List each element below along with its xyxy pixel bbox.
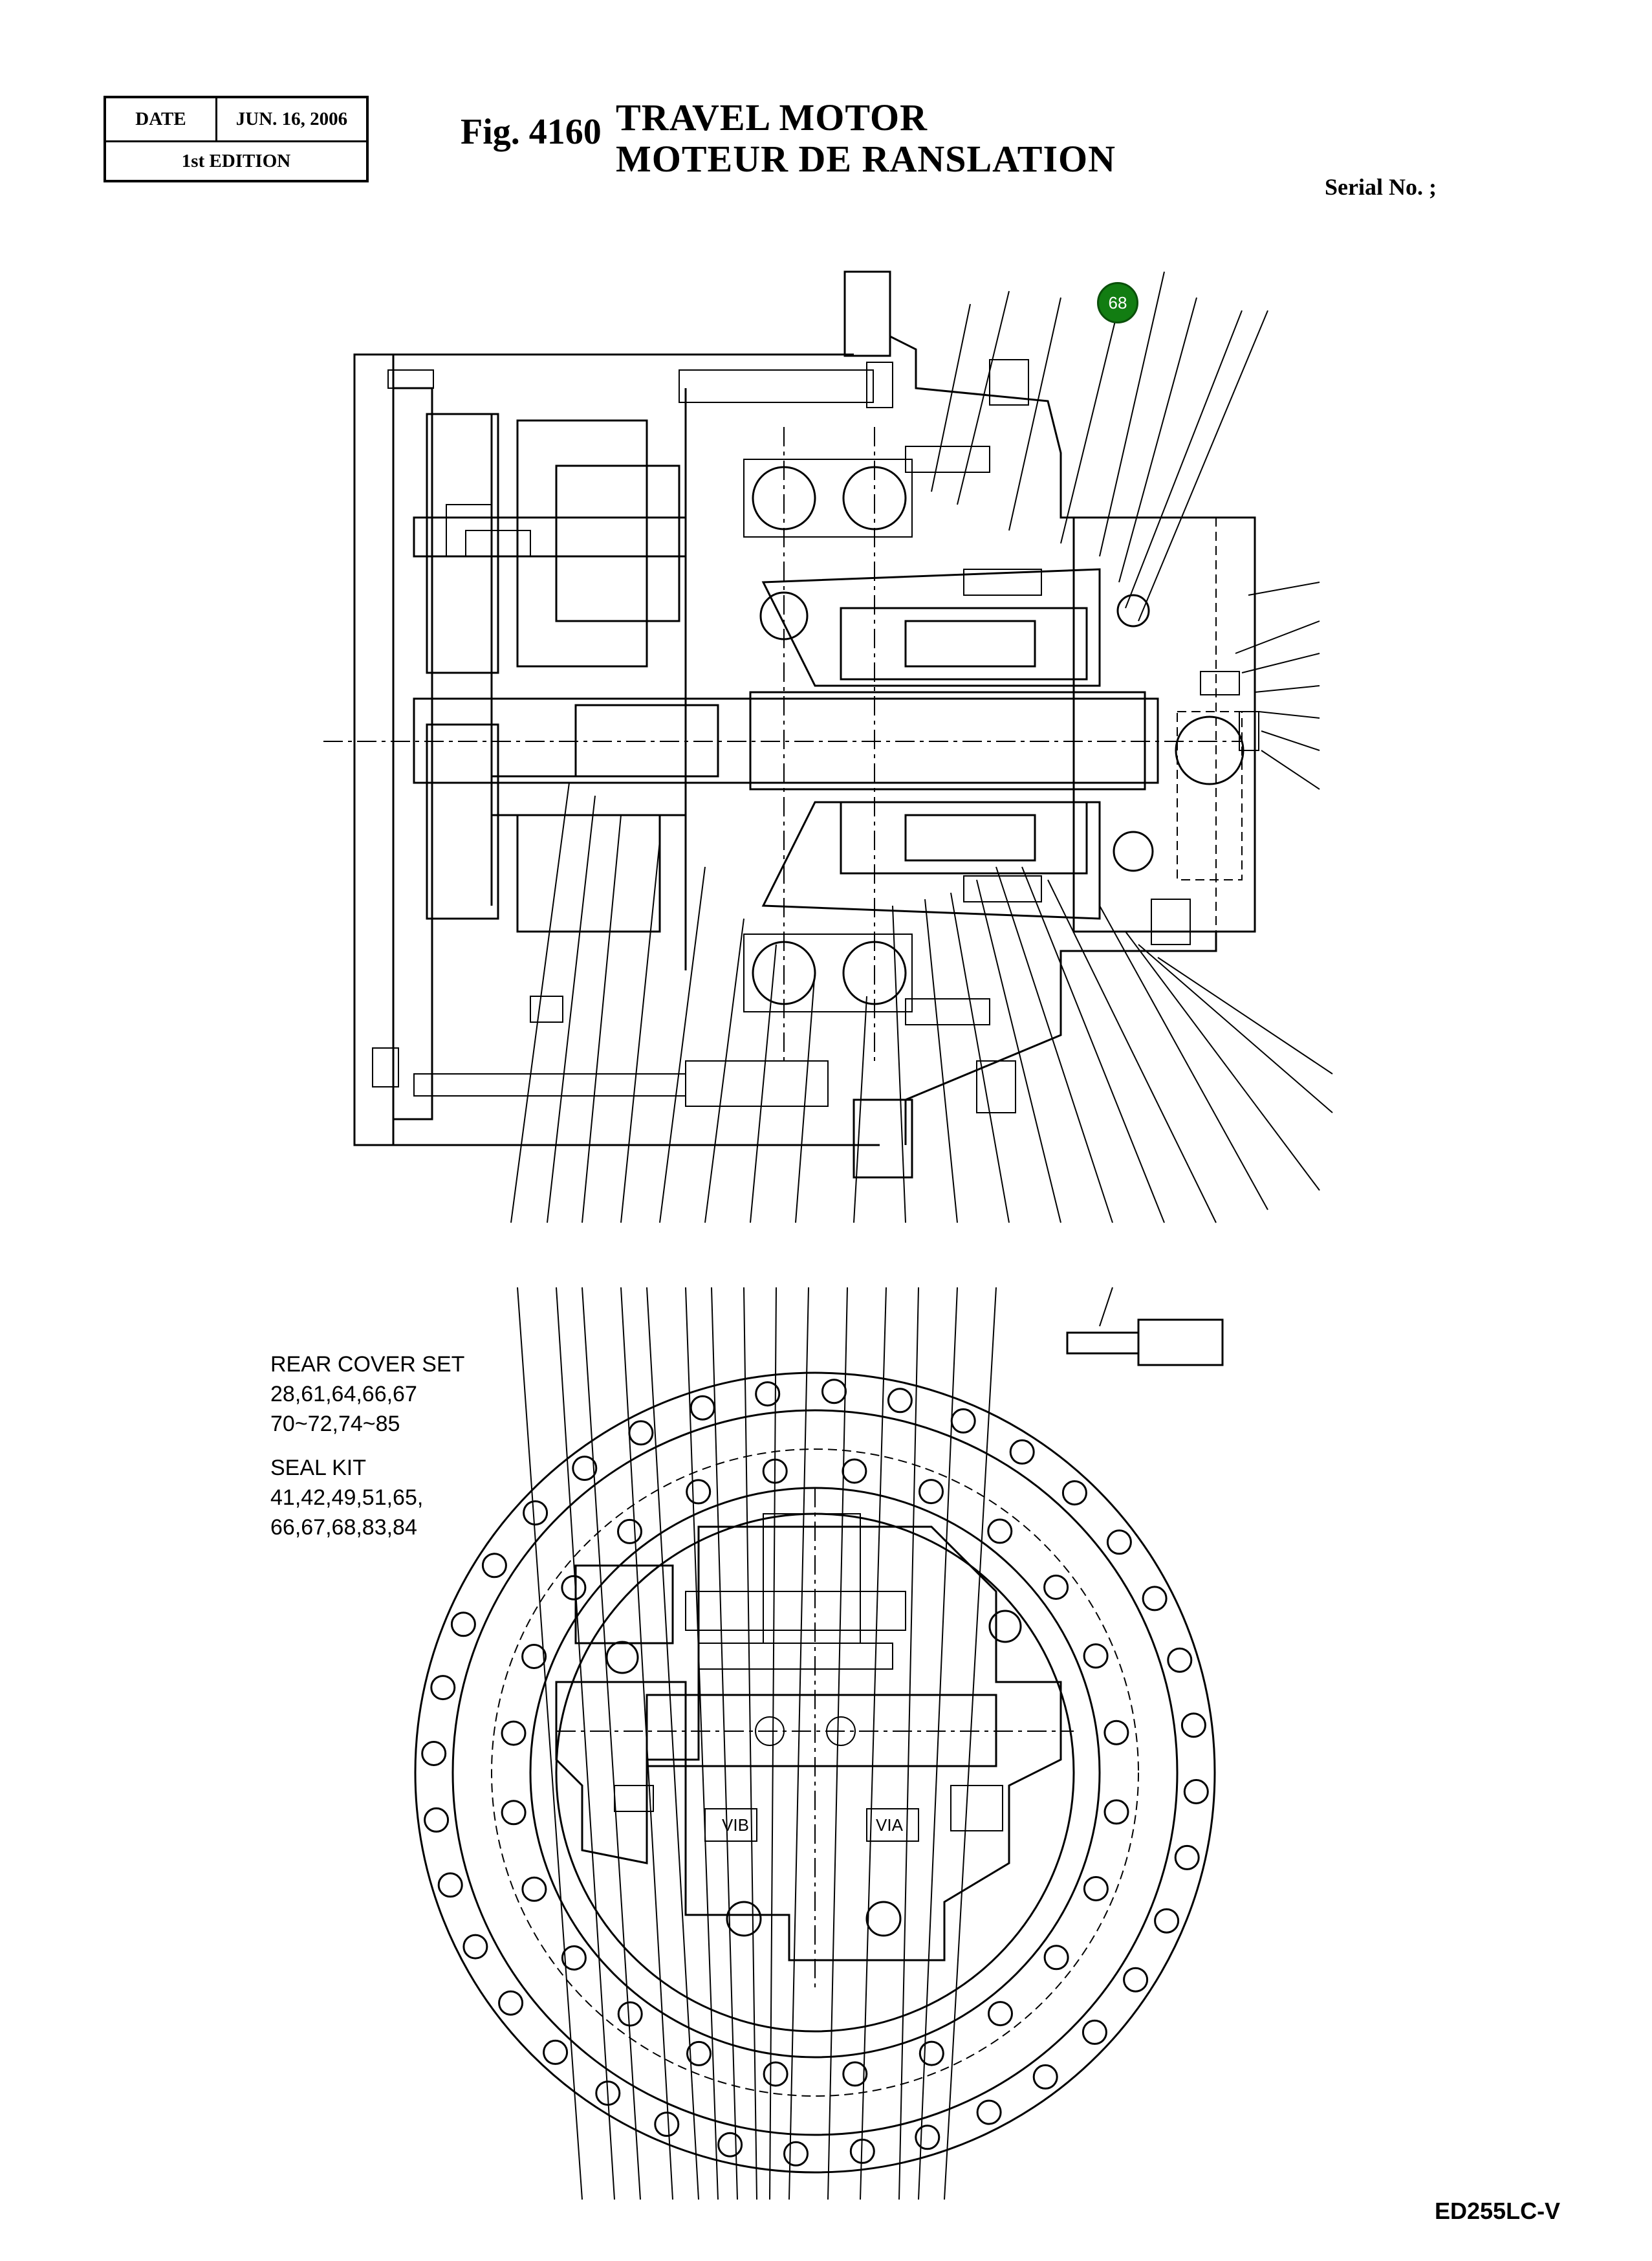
- bolt-hole: [690, 1395, 715, 1421]
- bolt-hole: [763, 2061, 788, 2087]
- bolt-hole: [481, 1553, 507, 1578]
- leader-lines-lower: [517, 1287, 997, 2200]
- bolt-hole: [437, 1872, 463, 1898]
- bolt-hole: [686, 1479, 712, 1505]
- bolt-hole: [1103, 1799, 1129, 1825]
- bolt-hole: [1009, 1439, 1035, 1465]
- bolt-hole: [1081, 2019, 1107, 2045]
- valve-port-labels: VIB VIA: [722, 1815, 904, 1835]
- bolt-hole: [617, 1518, 642, 1544]
- bolt-hole: [1180, 1712, 1206, 1738]
- bolt-hole: [424, 1807, 450, 1833]
- bolt-hole: [976, 2099, 1002, 2125]
- bolt-hole: [1167, 1647, 1193, 1673]
- section-view: [323, 270, 1259, 1179]
- bolt-hole: [821, 1379, 847, 1404]
- kit-notes: REAR COVER SET 28,61,64,66,67 70~72,74~8…: [270, 1349, 464, 1542]
- bolt-hole: [450, 1611, 476, 1637]
- valve-label-via: VIA: [876, 1815, 904, 1835]
- bolt-hole: [918, 2040, 944, 2066]
- bolt-hole: [521, 1644, 547, 1669]
- bolt-hole: [1142, 1586, 1168, 1611]
- bolt-hole: [421, 1741, 447, 1766]
- bolt-hole: [842, 2061, 868, 2087]
- leader-lines-upper: [510, 271, 1333, 1223]
- seal-kit-line2: 66,67,68,83,84: [270, 1515, 417, 1540]
- bolt-hole: [755, 1381, 781, 1407]
- bolt-hole: [1183, 1779, 1209, 1804]
- bolt-hole: [1106, 1529, 1132, 1555]
- seal-kit-line1: 41,42,49,51,65,: [270, 1485, 424, 1510]
- bolt-hole: [988, 2001, 1013, 2027]
- date-value: JUN. 16, 2006: [235, 109, 348, 129]
- bolt-hole: [1123, 1967, 1149, 1993]
- bolt-hole: [918, 1479, 944, 1505]
- serial-label: Serial No. ;: [1325, 174, 1437, 200]
- bolt-hole: [1043, 1575, 1069, 1600]
- bolt-hole: [654, 2112, 680, 2137]
- bolt-hole: [501, 1800, 527, 1826]
- end-view: [414, 1287, 1224, 2174]
- bolt-hole: [501, 1720, 527, 1746]
- bolt-hole: [915, 2124, 940, 2150]
- rear-cover-line1: 28,61,64,66,67: [270, 1382, 417, 1406]
- bolt-hole: [543, 2039, 569, 2065]
- bolt-hole: [572, 1456, 598, 1481]
- date-label: DATE: [106, 98, 217, 140]
- bolt-hole: [521, 1876, 547, 1902]
- bolt-hole: [717, 2132, 743, 2157]
- figure-title-en: TRAVEL MOTOR: [616, 96, 928, 138]
- bolt-hole: [1032, 2064, 1058, 2090]
- bolt-hole: [1083, 1643, 1109, 1669]
- bolt-hole: [430, 1675, 456, 1701]
- callout-badge-68[interactable]: 68: [1097, 282, 1138, 323]
- seal-kit-title: SEAL KIT: [270, 1456, 367, 1480]
- bolt-hole: [1043, 1945, 1069, 1971]
- bolt-hole: [950, 1408, 976, 1434]
- bolt-hole: [887, 1388, 913, 1414]
- bolt-hole: [987, 1518, 1013, 1544]
- bolt-hole: [1174, 1844, 1200, 1870]
- model-number: ED255LC-V: [1435, 2198, 1561, 2224]
- bolt-hole: [628, 1420, 654, 1446]
- bolt-hole: [842, 1458, 867, 1484]
- bolt-hole: [1154, 1908, 1180, 1934]
- bolt-hole: [617, 2001, 643, 2027]
- bolt-hole: [1061, 1480, 1087, 1506]
- bolt-hole: [686, 2040, 712, 2066]
- rear-cover-line2: 70~72,74~85: [270, 1412, 400, 1436]
- bolt-hole: [498, 1990, 524, 2016]
- bolt-hole: [1103, 1720, 1129, 1745]
- bolt-hole: [523, 1500, 549, 1526]
- bolt-hole: [561, 1575, 587, 1600]
- bolt-hole: [462, 1934, 488, 1960]
- edition-label: 1st EDITION: [181, 150, 291, 171]
- bolt-hole: [783, 2141, 809, 2167]
- bolt-hole: [561, 1945, 587, 1971]
- rear-cover-title: REAR COVER SET: [270, 1352, 465, 1377]
- date-edition-table: DATE JUN. 16, 2006 1st EDITION: [103, 96, 369, 182]
- bolt-hole: [1083, 1876, 1109, 1901]
- figure-title-fr: MOTEUR DE RANSLATION: [616, 138, 1116, 180]
- figure-number: Fig. 4160: [461, 112, 602, 152]
